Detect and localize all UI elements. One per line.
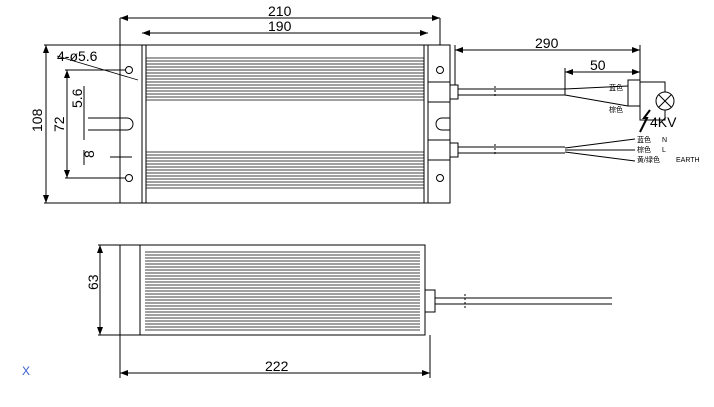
dim-290: 290 bbox=[535, 35, 559, 51]
dim-5-6: 5.6 bbox=[69, 88, 85, 108]
side-fins bbox=[145, 251, 420, 331]
dim-50: 50 bbox=[590, 57, 606, 73]
cable-gland bbox=[427, 81, 451, 103]
wire-earth-terminal: EARTH bbox=[676, 157, 700, 164]
mount-slot bbox=[435, 117, 450, 131]
fins-bottom bbox=[146, 151, 424, 189]
lightning-icon bbox=[639, 109, 651, 133]
wire-l-color: 棕色 bbox=[637, 145, 651, 154]
x-marker: X bbox=[22, 364, 30, 378]
wire-brown-label: 棕色 bbox=[609, 105, 623, 114]
lamp-icon bbox=[655, 91, 675, 111]
left-flange bbox=[119, 44, 143, 204]
dim-190: 190 bbox=[268, 18, 292, 34]
wire-blue-label: 蓝色 bbox=[609, 83, 623, 92]
fins-top bbox=[146, 57, 424, 101]
input-leads bbox=[564, 138, 636, 162]
right-flange bbox=[427, 44, 451, 204]
dim-8: 8 bbox=[81, 150, 97, 158]
mount-hole bbox=[436, 174, 444, 182]
side-gland bbox=[424, 289, 436, 313]
mount-slot bbox=[88, 117, 134, 131]
top-view bbox=[43, 15, 675, 204]
mount-hole bbox=[125, 66, 133, 74]
side-view bbox=[97, 244, 612, 378]
cable-gland bbox=[427, 139, 451, 161]
hole-callout: 4-ø5.6 bbox=[57, 48, 98, 64]
mount-hole bbox=[125, 174, 133, 182]
dim-222: 222 bbox=[265, 358, 289, 374]
housing-body bbox=[141, 44, 429, 204]
wire-earth-color: 黄/绿色 bbox=[637, 155, 660, 164]
side-flange bbox=[119, 244, 141, 336]
side-cable bbox=[435, 297, 612, 305]
input-cable bbox=[458, 146, 565, 154]
output-leads bbox=[564, 85, 629, 107]
test-voltage: 4KV bbox=[650, 114, 677, 130]
dim-72: 72 bbox=[51, 116, 67, 132]
output-cable bbox=[458, 88, 565, 96]
mount-hole bbox=[436, 66, 444, 74]
side-body bbox=[139, 244, 426, 336]
dim-210: 210 bbox=[268, 3, 292, 19]
wire-n-color: 蓝色 bbox=[637, 135, 651, 144]
wire-n-terminal: N bbox=[662, 137, 667, 144]
dim-63: 63 bbox=[85, 274, 101, 290]
wire-l-terminal: L bbox=[662, 147, 666, 154]
dim-108: 108 bbox=[29, 108, 45, 132]
